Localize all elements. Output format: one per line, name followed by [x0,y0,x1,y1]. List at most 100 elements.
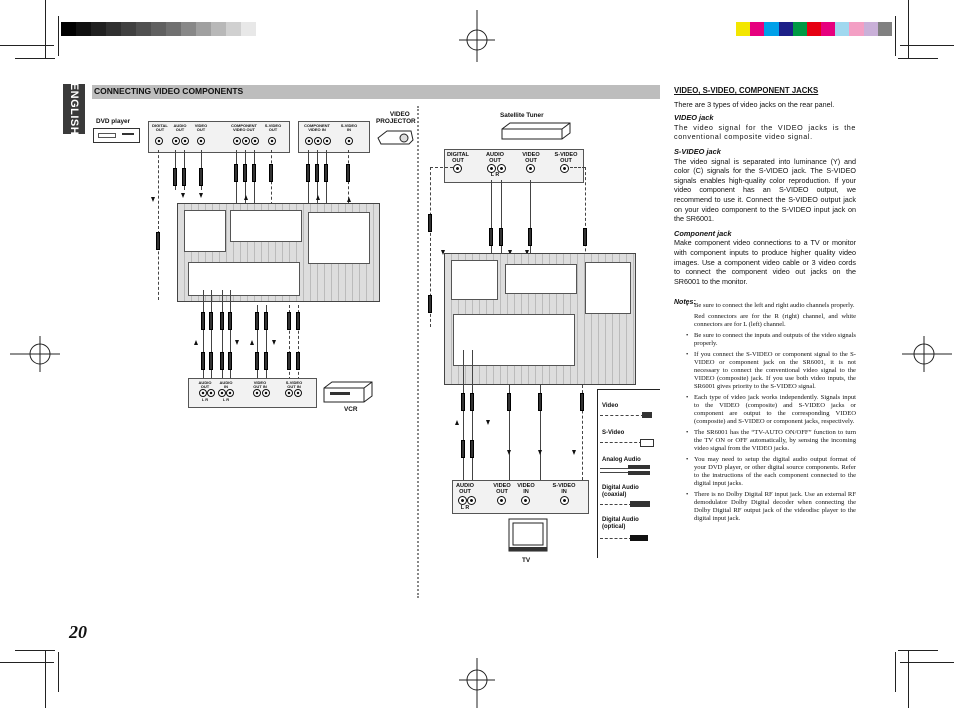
jack [294,389,302,397]
satellite-tuner-label: Satellite Tuner [500,112,544,119]
note-item: The SR6001 has the “TV-AUTO ON/OFF” func… [686,429,856,453]
color-swatch [849,22,864,36]
crosshair-target-right [902,336,952,372]
color-swatch [736,22,751,36]
jack [314,137,322,145]
color-registration-strip [736,22,892,36]
jack [560,496,569,505]
svideo-jack-title: S-VIDEO jack [674,146,721,156]
jack [262,389,270,397]
gray-swatch [166,22,181,36]
vcr-jack-lr-label: L R [201,397,209,402]
gray-swatch [226,22,241,36]
gray-swatch [136,22,151,36]
legend-label-digital-optical: Digital Audio (optical) [602,517,639,530]
color-swatch [835,22,850,36]
jack [253,389,261,397]
gray-swatch [121,22,136,36]
vcr-jack-lr-label: L R [222,397,230,402]
color-swatch [764,22,779,36]
jack [172,137,180,145]
language-tab: ENGLISH [63,82,85,136]
text-column: VIDEO, S-VIDEO, COMPONENT JACKS There ar… [674,86,856,308]
section-title: CONNECTING VIDEO COMPONENTS [94,86,244,96]
jack [521,496,530,505]
satellite-tuner-device [501,122,571,140]
legend-label-digital-coaxial: Digital Audio (coaxial) [602,485,639,498]
color-swatch [750,22,765,36]
receiver-rear-panel-right [444,253,636,385]
video-projector-label: VIDEO PROJECTOR [376,111,416,125]
receiver-rear-panel-left [177,203,380,302]
jack [323,137,331,145]
page-number: 20 [69,622,87,642]
gray-swatch [256,22,271,36]
jack [181,137,189,145]
dvd-player-label: DVD player [96,118,131,125]
jacks-heading: VIDEO, S-VIDEO, COMPONENT JACKS [674,86,819,95]
crosshair-target-top [459,10,495,62]
gray-swatch [61,22,76,36]
jack [453,164,462,173]
component-jack-title: Component jack [674,228,732,238]
crosshair-target-bottom [459,658,495,708]
tv-device [508,518,548,552]
gray-swatch [211,22,226,36]
vcr-label: VCR [344,406,358,413]
svideo-jack-body: The video signal is separated into lumin… [674,156,856,224]
color-swatch [821,22,836,36]
note-item: There is no Dolby Digital RF input jack.… [686,491,856,523]
tv-label: TV [522,557,531,564]
jack [526,164,535,173]
color-swatch [877,22,892,36]
jack [197,137,205,145]
jack [226,389,234,397]
note-item: Red connectors are for the R (right) cha… [694,313,856,328]
diagram-separator [417,106,419,598]
jack [487,164,496,173]
gray-swatch [196,22,211,36]
note-item: Be sure to connect the inputs and output… [686,332,856,348]
gray-swatch [151,22,166,36]
jack [251,137,259,145]
jack [497,164,506,173]
sat-jack-lr-label: L R [490,172,500,178]
jack [467,496,476,505]
notes-list: Be sure to connect the left and right au… [686,302,856,523]
gray-registration-strip [61,22,271,36]
note-item: Each type of video jack works independen… [686,394,856,426]
dvd-jack-panel [148,121,290,153]
legend-label-video: Video [602,403,619,409]
jack [305,137,313,145]
video-jack-title: VIDEO jack [674,113,714,123]
jack [268,137,276,145]
jack [560,164,569,173]
gray-swatch [181,22,196,36]
notes-title: Notes: [674,299,696,307]
cable-legend [597,389,660,558]
dvd-player-device [93,128,140,143]
note-item: You may need to setup the digital audio … [686,456,856,488]
language-label: ENGLISH [68,82,80,136]
jack [285,389,293,397]
section-title-bar: CONNECTING VIDEO COMPONENTS [92,85,660,99]
jacks-intro: There are 3 types of video jacks on the … [674,99,835,109]
component-jack-body: Make component video connections to a TV… [674,238,856,286]
gray-swatch [76,22,91,36]
